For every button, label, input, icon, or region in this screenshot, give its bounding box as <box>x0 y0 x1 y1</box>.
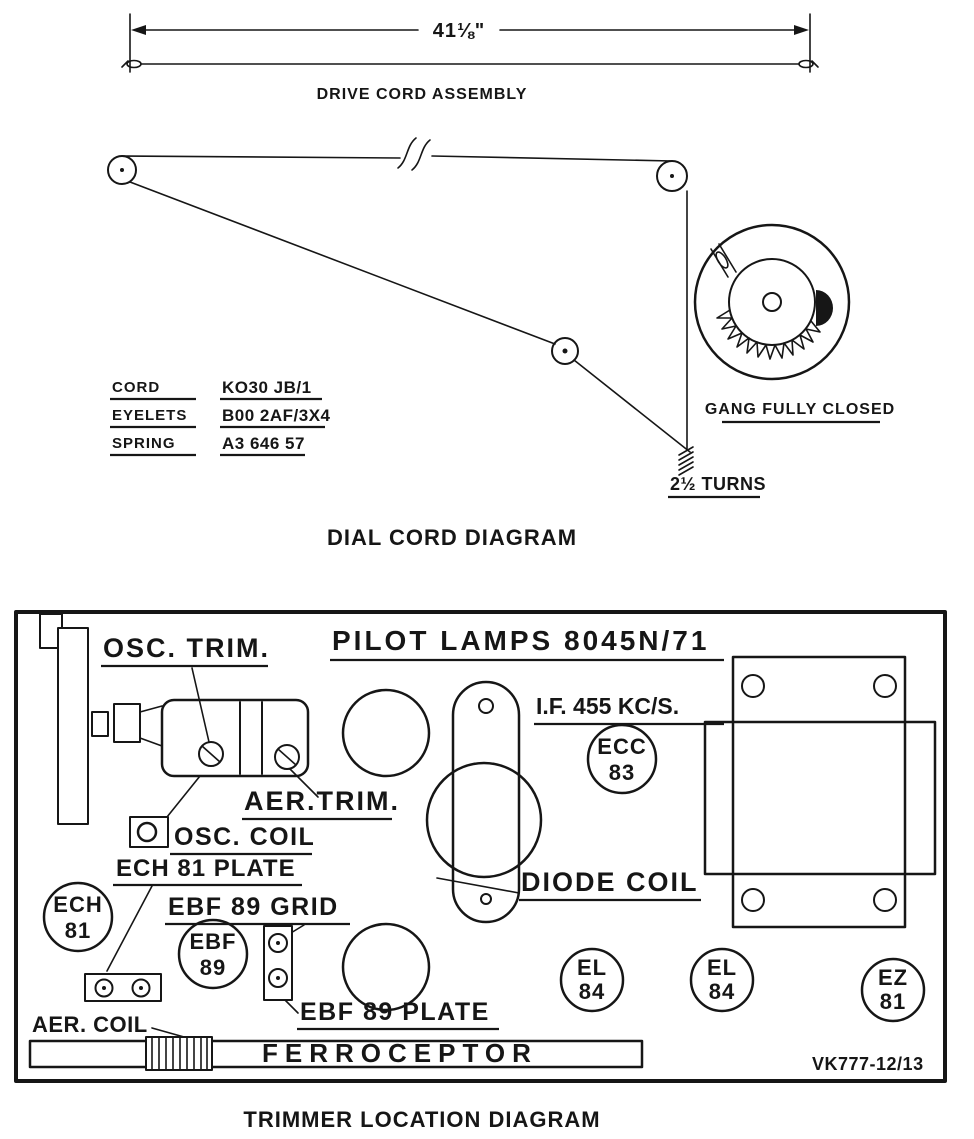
ech81-plate-connector <box>84 973 162 1002</box>
ech81-plate: ECH 81 PLATE <box>84 855 302 1002</box>
pointer-bracket <box>39 613 89 825</box>
ech81-plate-label: ECH 81 PLATE <box>116 855 296 882</box>
parts-table: CORD KO30 JB/1 EYELETS B00 2AF/3X4 SPRIN… <box>110 378 331 457</box>
chassis-hole-top <box>341 688 431 778</box>
aer-trim-label: AER.TRIM. <box>244 786 400 816</box>
diode-coil-body <box>425 761 543 879</box>
dial-cord-diagram: 41⅛" DRIVE CORD ASSEMBLY <box>107 13 895 550</box>
diode-coil-leader <box>436 877 520 894</box>
part-row: SPRING A3 646 57 <box>110 434 305 457</box>
part-name: CORD <box>112 379 160 396</box>
drum-inner <box>728 258 816 346</box>
ebf89-plate-label: EBF 89 PLATE <box>300 998 490 1026</box>
tube-label: 89 <box>200 955 226 980</box>
part-row: EYELETS B00 2AF/3X4 <box>110 406 331 429</box>
gang-drum: GANG FULLY CLOSED <box>693 223 895 424</box>
spring-anchor <box>816 290 833 326</box>
part-row: CORD KO30 JB/1 <box>110 378 322 401</box>
chassis-hole-bottom <box>341 922 431 1012</box>
part-value: B00 2AF/3X4 <box>222 406 331 425</box>
diode-coil-label: DIODE COIL <box>521 867 699 897</box>
gang-label: GANG FULLY CLOSED <box>705 401 895 418</box>
aer-trim-leader <box>289 768 319 798</box>
eyelet-right <box>798 59 814 69</box>
dimension-annotation: 41⅛" <box>129 13 811 73</box>
aer-coil: AER. COIL <box>32 1012 210 1045</box>
dim-arrow-right <box>794 25 809 35</box>
aer-coil-winding <box>145 1036 213 1071</box>
drum-outer <box>693 223 851 381</box>
ferrite-rod: FERROCEPTOR <box>28 1036 644 1071</box>
part-name: EYELETS <box>112 407 187 424</box>
part-name: SPRING <box>112 435 176 452</box>
osc-coil-body <box>129 816 169 848</box>
tube-ecc83: ECC 83 <box>586 723 658 795</box>
trimmer-title: TRIMMER LOCATION DIAGRAM <box>243 1107 600 1132</box>
drive-cord-assembly-label: DRIVE CORD ASSEMBLY <box>317 86 528 103</box>
tube-label: EL <box>707 955 737 980</box>
dimension-label: 41⅛" <box>433 20 485 42</box>
ebf89-grid-label: EBF 89 GRID <box>168 893 339 921</box>
drum-hub <box>762 292 782 312</box>
tube-label: 84 <box>709 979 735 1004</box>
drive-cord: DRIVE CORD ASSEMBLY <box>121 59 819 103</box>
break-mark <box>397 137 417 169</box>
if-frequency-label: I.F. 455 KC/S. <box>536 693 679 719</box>
osc-trim: OSC. TRIM. <box>101 633 270 743</box>
part-value: KO30 JB/1 <box>222 378 312 397</box>
dim-arrow-left <box>131 25 146 35</box>
part-value: A3 646 57 <box>222 434 305 453</box>
trimmer-block <box>160 698 310 778</box>
aer-coil-label: AER. COIL <box>32 1012 148 1037</box>
turns-label: 2½ TURNS <box>670 474 766 494</box>
trimmer-plug <box>91 703 163 747</box>
drawing-ref: VK777-12/13 <box>812 1054 924 1074</box>
tube-ech81: ECH 81 <box>42 881 114 953</box>
tube-el84-1: EL 84 <box>559 947 625 1013</box>
osc-trim-leader <box>191 667 210 743</box>
tube-label: 84 <box>579 979 605 1004</box>
tube-label: 81 <box>880 989 906 1014</box>
tube-label: EL <box>577 955 607 980</box>
cord-routing: 2½ TURNS <box>107 137 766 499</box>
tube-el84-2: EL 84 <box>689 947 755 1013</box>
if-transformer <box>703 655 937 929</box>
tube-label: ECH <box>53 892 102 917</box>
ebf89-plate-leader <box>284 999 299 1014</box>
pilot-lamps: PILOT LAMPS 8045N/71 <box>330 625 724 662</box>
eyelet-left <box>126 59 142 69</box>
turns-hatch <box>678 446 694 476</box>
osc-coil-label: OSC. COIL <box>174 823 315 851</box>
tube-label: 83 <box>609 760 635 785</box>
winding-hatch <box>151 1036 208 1071</box>
cord-cleat <box>710 243 737 278</box>
osc-coil-leader <box>166 775 201 818</box>
osc-trim-label: OSC. TRIM. <box>103 633 270 663</box>
tube-ez81: EZ 81 <box>860 957 926 1023</box>
if-frequency: I.F. 455 KC/S. <box>534 693 724 726</box>
tube-ebf89: EBF 89 <box>177 918 249 990</box>
tube-label: 81 <box>65 918 91 943</box>
tube-label: EBF <box>190 929 237 954</box>
ferroceptor-label: FERROCEPTOR <box>262 1038 538 1068</box>
tube-label: EZ <box>878 965 908 990</box>
drum-spring <box>716 309 821 360</box>
ebf89-plate: EBF 89 PLATE <box>284 998 499 1031</box>
pilot-lamps-label: PILOT LAMPS 8045N/71 <box>332 625 709 656</box>
chassis-outline <box>14 610 947 1083</box>
trimmer-location-diagram: OSC. TRIM. AER.TRIM. PILOT LAMPS 8045N/7… <box>14 610 947 1132</box>
diode-coil: DIODE COIL <box>436 867 701 902</box>
ebf89-connector <box>263 925 293 1001</box>
tube-label: ECC <box>597 734 646 759</box>
osc-coil: OSC. COIL <box>129 775 315 856</box>
pulley-bottom <box>551 337 579 365</box>
diode-coil-assembly <box>425 680 543 924</box>
ebf89-grid: EBF 89 GRID <box>165 893 350 1001</box>
aer-trim: AER.TRIM. <box>242 768 400 821</box>
ech81-plate-leader <box>106 885 153 972</box>
break-mark <box>411 139 431 171</box>
dial-cord-title: DIAL CORD DIAGRAM <box>327 525 577 550</box>
